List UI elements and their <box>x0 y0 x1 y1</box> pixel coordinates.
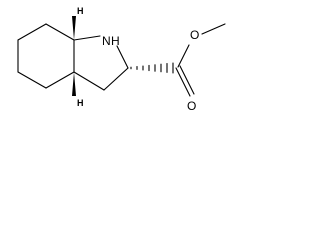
molecule-structure: N H O O H H <box>17 6 226 113</box>
bond-n-c2 <box>116 45 129 69</box>
bond-c7a-c7 <box>45 23 75 41</box>
bond-c7-c6 <box>17 23 47 41</box>
stereo-h-top-label: H <box>77 6 84 16</box>
bond-c3-c3a <box>73 71 105 91</box>
carbonyl-oxygen-label: O <box>187 99 196 113</box>
pyrrolidine-ring <box>73 35 129 91</box>
ester-group <box>175 23 226 97</box>
wedge-c7a-h <box>72 16 76 40</box>
ester-oxygen-label: O <box>190 28 199 42</box>
stereo-bond-top <box>72 16 76 40</box>
bond-c4-c3a <box>45 71 75 89</box>
bond-oester-methyl <box>201 23 226 35</box>
bond-carbonyl-double-b <box>179 65 195 95</box>
wedge-c3a-h <box>72 72 76 96</box>
nitrogen-label: N <box>102 34 111 48</box>
stereo-h-bottom-label: H <box>77 98 84 108</box>
nitrogen-h-label: H <box>111 34 120 48</box>
hashed-wedge-c2-ester <box>130 62 174 74</box>
cyclohexane-ring <box>17 23 75 89</box>
stereo-bond-bottom <box>72 72 76 96</box>
bond-c7a-n <box>73 35 101 41</box>
bond-c2-c3 <box>103 67 129 91</box>
bond-carbonyl-double-a <box>175 67 191 97</box>
bond-c5-c4 <box>17 71 47 89</box>
bond-carbonyl-oester <box>177 44 190 68</box>
structure-canvas: N H O O H H <box>0 0 238 136</box>
